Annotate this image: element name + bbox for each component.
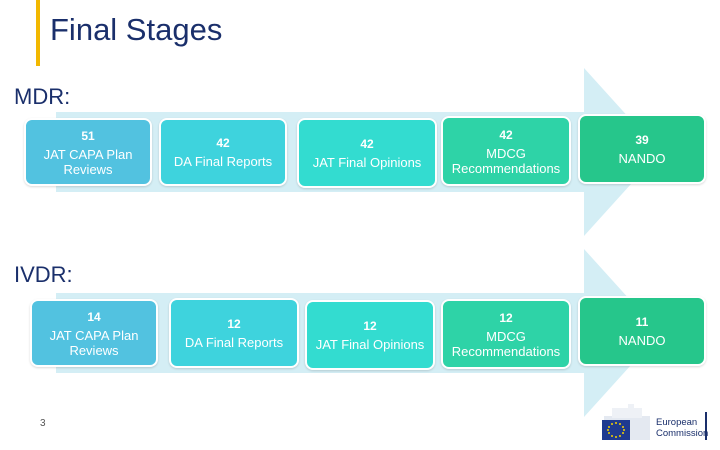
stage-count: 12 <box>227 317 241 331</box>
stage-count: 51 <box>81 128 95 143</box>
stage-label: MDCG <box>486 328 526 344</box>
page-number: 3 <box>40 418 46 429</box>
stage-count: 12 <box>499 310 513 325</box>
stage-box-ivdr-nando: 11 NANDO <box>578 296 706 366</box>
stage-label: NANDO <box>618 151 666 166</box>
stage-label-line2: Reviews <box>63 161 113 177</box>
stage-label: JAT Final Opinions <box>312 155 422 170</box>
stage-label-line2: Recommendations <box>451 343 561 359</box>
stage-label-line2: Reviews <box>69 342 119 358</box>
stage-box-mdr-da: 42 DA Final Reports <box>159 118 287 186</box>
stage-count: 39 <box>635 133 649 147</box>
stage-label: DA Final Reports <box>173 154 273 169</box>
title-accent-bar <box>36 0 40 66</box>
stage-count: 12 <box>363 319 377 333</box>
stage-label: DA Final Reports <box>184 335 284 350</box>
stage-box-ivdr-capa: 14 JAT CAPA Plan Reviews <box>30 299 158 367</box>
stage-label-line2: Recommendations <box>451 160 561 176</box>
stage-box-ivdr-mdcg: 12 MDCG Recommendations <box>441 299 571 369</box>
stage-count: 11 <box>635 315 649 329</box>
stage-count: 42 <box>499 127 513 142</box>
stage-count: 14 <box>87 309 101 324</box>
section-label-mdr: MDR: <box>14 84 71 109</box>
stage-count: 42 <box>360 137 374 151</box>
eu-flag-icon <box>602 420 630 440</box>
stage-box-ivdr-da: 12 DA Final Reports <box>169 298 299 368</box>
stage-box-mdr-capa: 51 JAT CAPA Plan Reviews <box>24 118 152 186</box>
logo-text-line1: European <box>656 417 698 428</box>
european-commission-logo <box>602 404 707 440</box>
stage-label: JAT CAPA Plan <box>43 146 133 162</box>
stage-label: JAT Final Opinions <box>315 337 425 352</box>
stage-count: 42 <box>216 136 230 150</box>
stage-label: NANDO <box>618 333 666 348</box>
stage-box-mdr-jat-opinions: 42 JAT Final Opinions <box>297 118 437 188</box>
stage-label: JAT CAPA Plan <box>49 327 139 343</box>
stage-label: MDCG <box>486 145 526 161</box>
stage-box-ivdr-jat-opinions: 12 JAT Final Opinions <box>305 300 435 370</box>
stage-box-mdr-mdcg: 42 MDCG Recommendations <box>441 116 571 186</box>
logo-text-line2: Commission <box>656 428 709 439</box>
page-title: Final Stages <box>50 12 223 47</box>
stage-box-mdr-nando: 39 NANDO <box>578 114 706 184</box>
section-label-ivdr: IVDR: <box>14 262 73 287</box>
